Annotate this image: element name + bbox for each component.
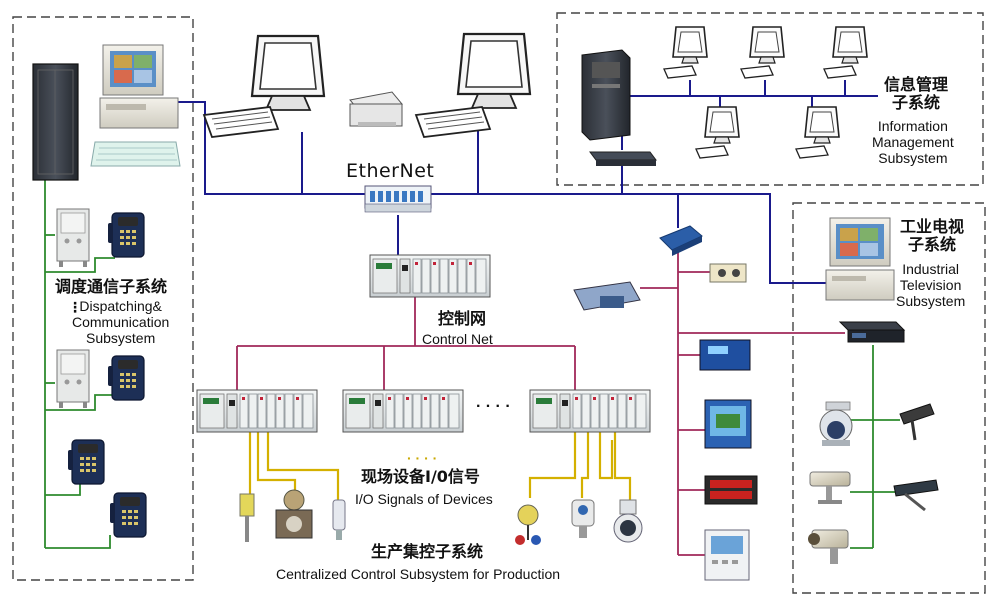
plc-ellipsis: · · · · [476, 398, 511, 415]
control-net-title-zh: 控制网 [438, 309, 487, 328]
tower-server-icon [581, 49, 631, 141]
plc-rack-icon [196, 389, 318, 433]
dispatch-workstation-icon [99, 44, 179, 129]
info-subsystem-title-zh: 信息管理 子系统 [884, 75, 949, 113]
instrument-display-icon [699, 339, 751, 371]
io-signals-title-zh: 现场设备I/0信号 [361, 467, 480, 486]
ethernet-switch-icon [364, 185, 432, 213]
pressure-gauge-icon [332, 499, 346, 540]
monitor-icon [823, 26, 868, 79]
pressure-transmitter-icon [571, 499, 595, 538]
digital-controller-icon [704, 475, 758, 505]
sensor-cluster-icon [709, 263, 747, 283]
monitor-icon [250, 34, 326, 112]
telephone-junction-icon [56, 349, 90, 409]
monitoring-workstation-icon [825, 217, 895, 301]
monitor-icon [740, 26, 785, 79]
subsystem-link-lines [44, 180, 900, 549]
dispatch-ellipsis: ⋮ [68, 299, 82, 315]
valve-icon [275, 489, 313, 539]
video-server-icon [838, 321, 906, 343]
server-rack-icon [32, 63, 79, 181]
dome-camera-icon [819, 401, 853, 446]
io-signals-title-en: I/O Signals of Devices [355, 491, 493, 507]
monitor-icon [695, 106, 740, 159]
touch-panel-icon [704, 399, 752, 449]
bracket-camera-icon [893, 479, 939, 512]
plc-rack-icon [342, 389, 464, 433]
tv-subsystem-title-en: Industrial Television Subsystem [896, 261, 966, 310]
field-io-lines [248, 432, 632, 500]
bullet-camera-icon [899, 403, 935, 441]
mine-telephone-icon [109, 492, 147, 538]
tv-subsystem-title-zh: 工业电视 子系统 [900, 217, 965, 255]
info-subsystem-boundary [556, 12, 984, 186]
telephone-junction-icon [56, 208, 90, 268]
mine-telephone-icon [107, 355, 145, 401]
subsystem-boundaries [12, 12, 986, 594]
monitor-icon [663, 26, 708, 79]
control-net-title-en: Control Net [422, 331, 493, 347]
control-net-lines [236, 248, 845, 556]
monitor-icon [456, 32, 532, 110]
mine-telephone-icon [107, 212, 145, 258]
protection-relay-icon [704, 529, 750, 581]
outdoor-camera-icon [809, 471, 851, 504]
network-hub-icon [659, 225, 703, 256]
printer-icon [349, 91, 403, 127]
plc-rack-icon [529, 389, 651, 433]
dispatch-subsystem-title-zh: 调度通信子系统 [55, 277, 168, 296]
production-subsystem-title-zh: 生产集控子系统 [371, 542, 484, 561]
monitor-icon [795, 106, 840, 159]
network-router-icon [589, 151, 657, 166]
keyboard-icon [90, 141, 181, 167]
ptz-camera-icon [808, 529, 849, 564]
keyboard-icon [203, 106, 279, 138]
level-switch-icon [515, 504, 541, 545]
tv-subsystem-boundary [792, 202, 986, 594]
mine-telephone-icon [67, 439, 105, 485]
ethernet-label: EtherNet [346, 160, 435, 182]
level-sensor-icon [239, 493, 255, 542]
io-ellipsis: · · · · [407, 450, 438, 466]
dispatch-subsystem-title-en: Dispatching& Communication Subsystem [72, 298, 170, 347]
dispatch-subsystem-boundary [12, 16, 194, 581]
conveyor-equipment-icon [573, 281, 641, 311]
production-subsystem-title-en: Centralized Control Subsystem for Produc… [276, 566, 561, 582]
info-subsystem-title-en: Information Management Subsystem [872, 118, 954, 167]
plc-rack-icon [369, 254, 491, 298]
flow-meter-icon [613, 499, 643, 543]
